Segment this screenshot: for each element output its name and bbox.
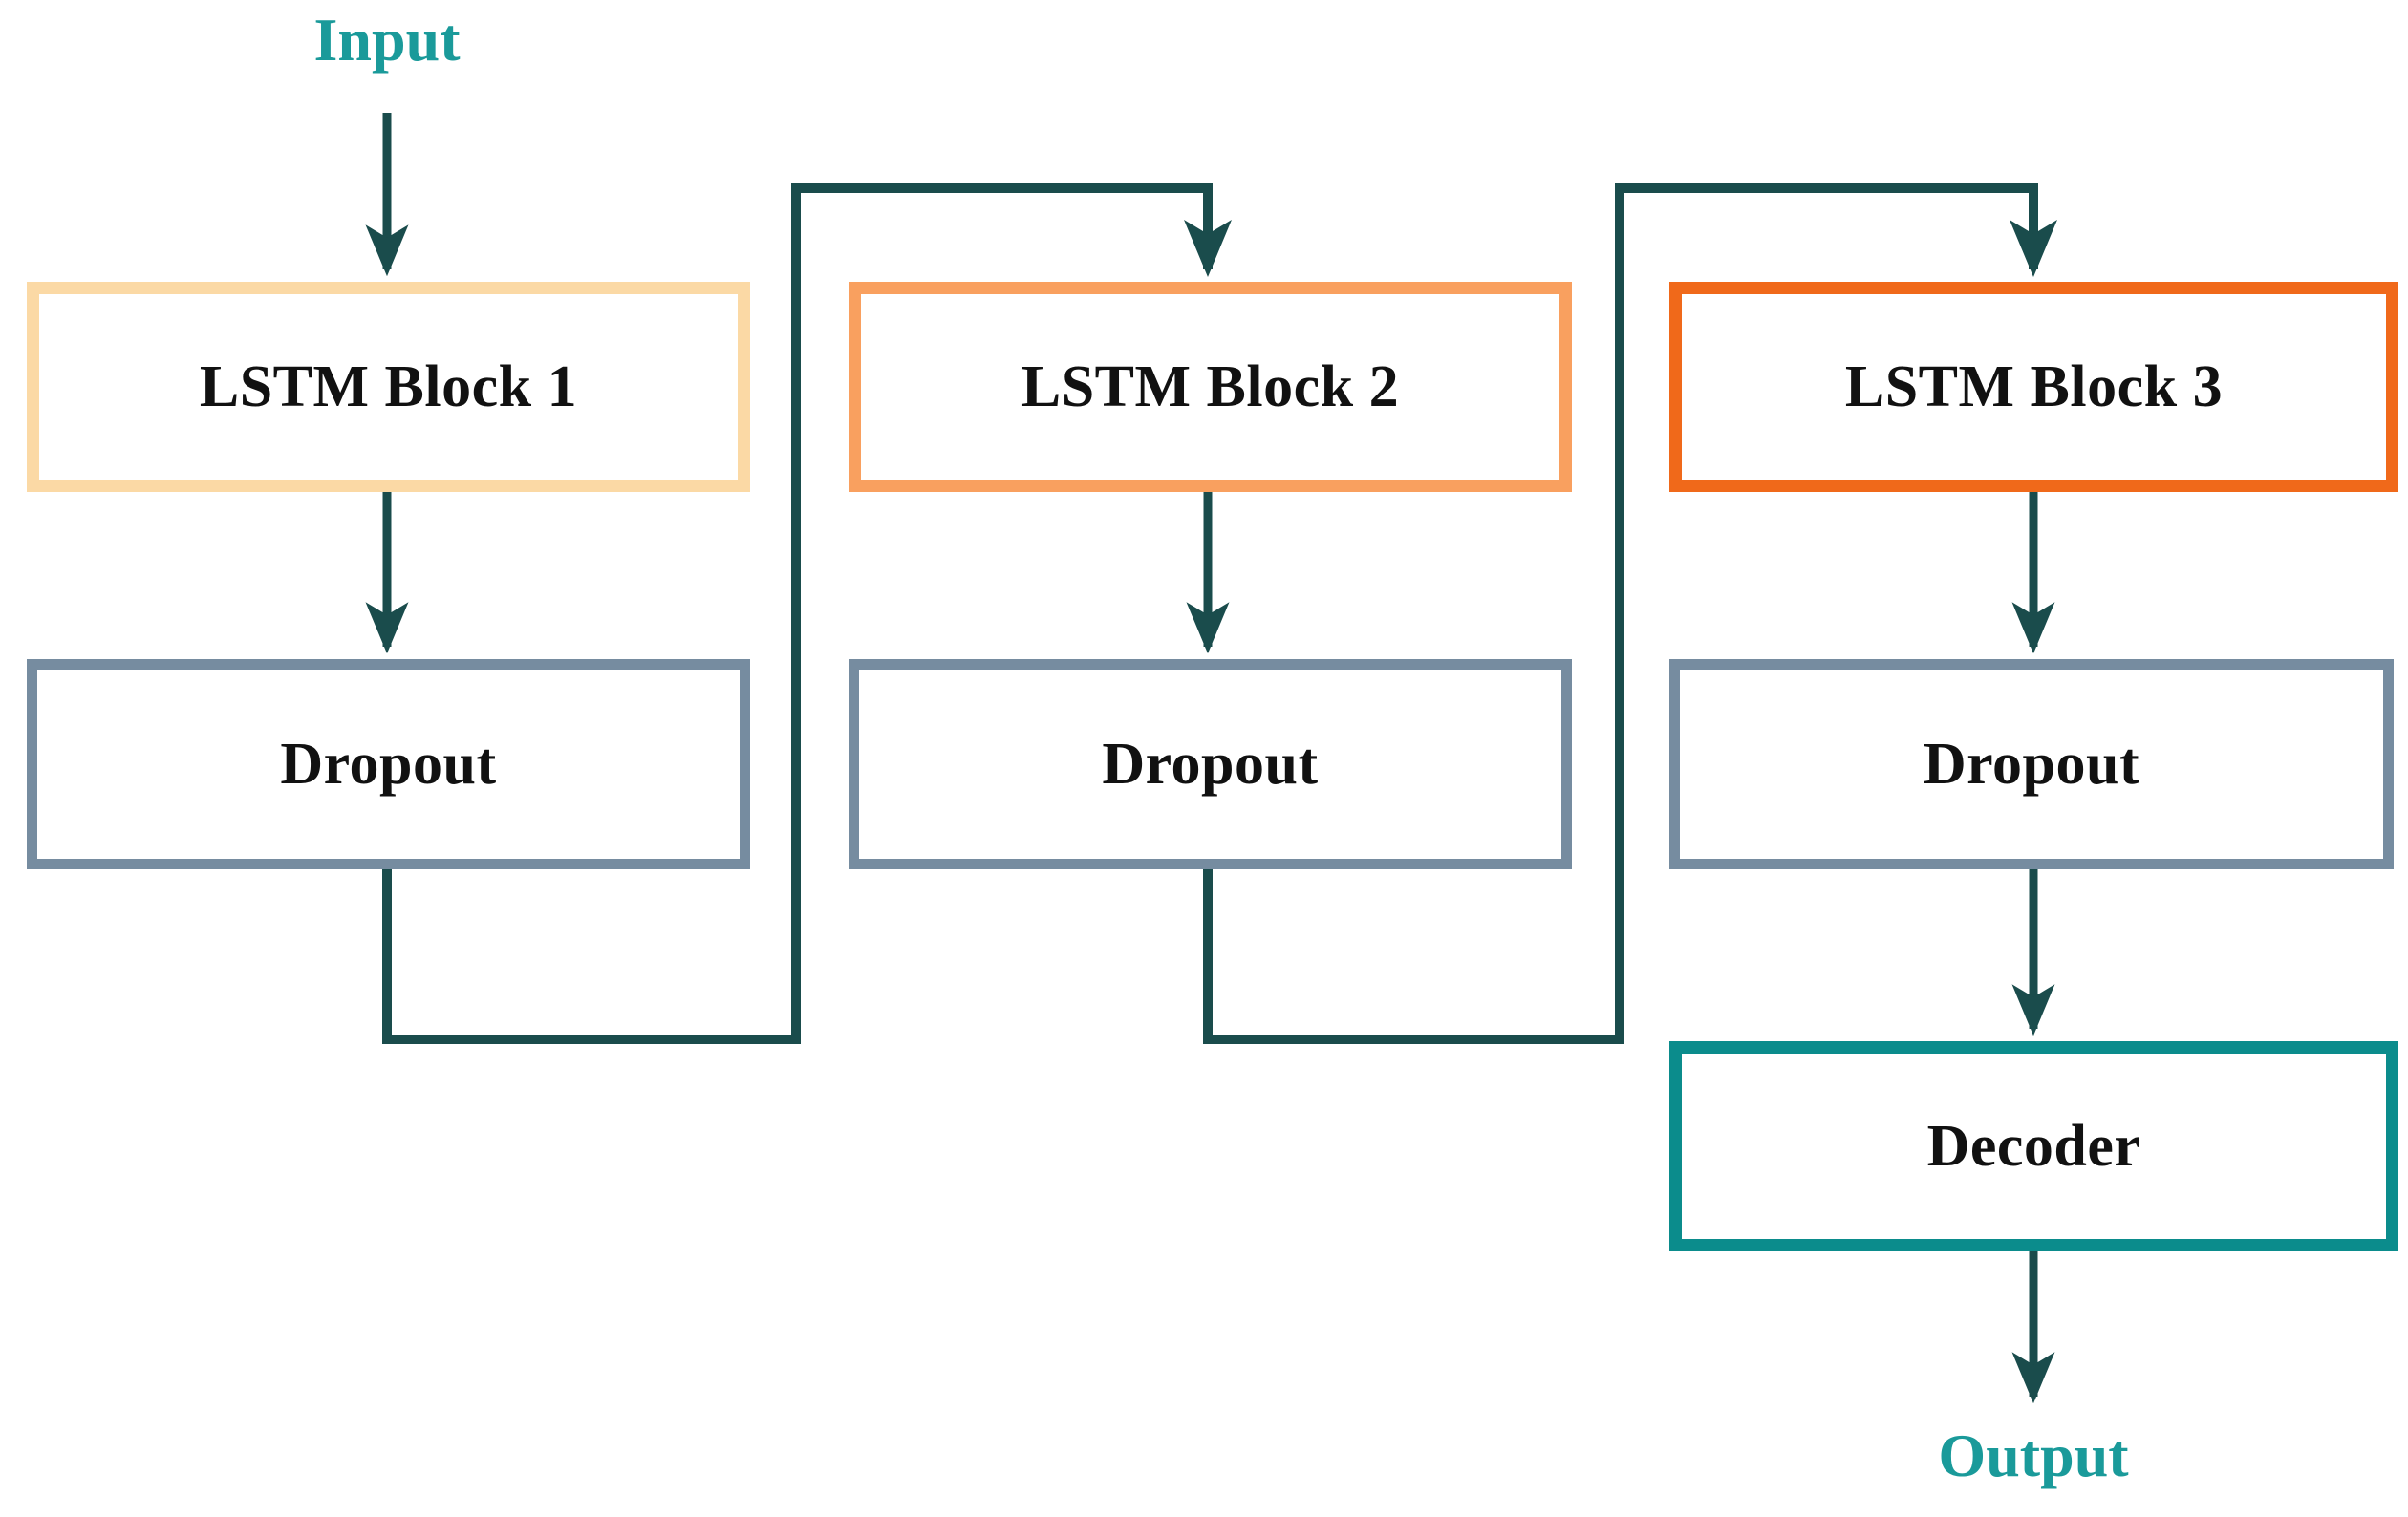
lstm-block-1-label: LSTM Block 1 <box>199 354 578 419</box>
dropout-1-node[interactable]: Dropout <box>27 659 750 869</box>
decoder-label: Decoder <box>1926 1114 2141 1179</box>
dropout-3-label: Dropout <box>1923 732 2140 797</box>
output-label: Output <box>1938 1421 2129 1489</box>
decoder-node[interactable]: Decoder <box>1669 1041 2398 1251</box>
dropout-3-node[interactable]: Dropout <box>1669 659 2394 869</box>
dropout-1-label: Dropout <box>280 732 497 797</box>
lstm-block-3-node[interactable]: LSTM Block 3 <box>1669 282 2398 492</box>
lstm-block-2-node[interactable]: LSTM Block 2 <box>849 282 1572 492</box>
lstm-block-2-label: LSTM Block 2 <box>1021 354 1400 419</box>
input-label: Input <box>313 6 461 74</box>
lstm-block-1-node[interactable]: LSTM Block 1 <box>27 282 750 492</box>
lstm-block-3-label: LSTM Block 3 <box>1844 354 2224 419</box>
dropout-2-label: Dropout <box>1102 732 1319 797</box>
dropout-2-node[interactable]: Dropout <box>849 659 1572 869</box>
